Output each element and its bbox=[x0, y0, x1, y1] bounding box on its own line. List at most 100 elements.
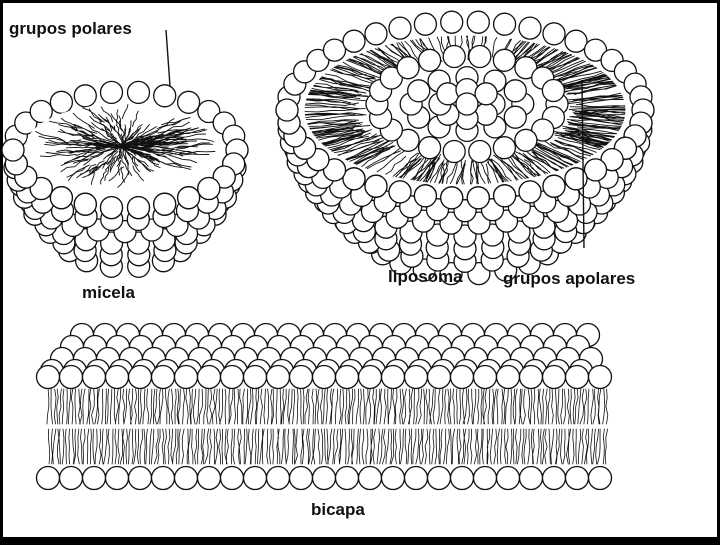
polar-head bbox=[334, 364, 360, 390]
polar-head bbox=[417, 136, 442, 160]
polar-head bbox=[413, 12, 438, 36]
polar-groups-label: grupos polares bbox=[9, 19, 132, 38]
polar-head bbox=[357, 465, 383, 491]
polar-head bbox=[342, 167, 366, 191]
liposome-label: liposoma bbox=[388, 267, 463, 286]
polar-head bbox=[196, 465, 222, 491]
polar-head bbox=[518, 465, 544, 491]
polar-head bbox=[311, 364, 337, 390]
polar-head bbox=[468, 139, 492, 164]
polar-head bbox=[518, 16, 542, 40]
polar-head bbox=[173, 364, 199, 390]
polar-head bbox=[466, 186, 490, 210]
polar-head bbox=[474, 82, 498, 106]
bilayer-illustration bbox=[35, 322, 613, 491]
polar-head bbox=[126, 80, 151, 105]
polar-head bbox=[495, 465, 521, 491]
polar-head bbox=[564, 364, 590, 390]
polar-head bbox=[176, 186, 201, 210]
polar-head bbox=[503, 79, 527, 103]
polar-head bbox=[542, 174, 566, 198]
polar-head bbox=[472, 465, 498, 491]
polar-head bbox=[173, 465, 199, 491]
polar-head bbox=[58, 364, 84, 390]
polar-head bbox=[436, 82, 460, 106]
polar-head bbox=[153, 84, 177, 108]
polar-head bbox=[58, 465, 84, 491]
polar-head bbox=[219, 364, 245, 390]
polar-head bbox=[542, 22, 566, 46]
polar-head bbox=[322, 38, 347, 62]
polar-head bbox=[442, 139, 466, 164]
polar-head bbox=[492, 184, 517, 208]
polar-head bbox=[587, 364, 613, 390]
polar-head bbox=[541, 78, 566, 103]
micelle-core-tails bbox=[35, 104, 216, 188]
micelle-illustration bbox=[1, 80, 249, 278]
polar-head bbox=[357, 364, 383, 390]
polar-head bbox=[564, 29, 588, 53]
polar-head bbox=[306, 48, 330, 73]
polar-head bbox=[322, 158, 347, 182]
polar-head bbox=[380, 465, 406, 491]
polar-head bbox=[176, 90, 201, 114]
polar-head bbox=[380, 364, 406, 390]
polar-head bbox=[265, 364, 291, 390]
polar-head bbox=[417, 48, 442, 72]
polar-head bbox=[474, 102, 498, 126]
polar-head bbox=[1, 138, 25, 162]
polar-head bbox=[403, 465, 429, 491]
bilayer-core-tails bbox=[46, 388, 609, 465]
polar-head bbox=[503, 105, 527, 129]
polar-head bbox=[403, 364, 429, 390]
polar-head bbox=[81, 364, 107, 390]
polar-head bbox=[49, 186, 74, 210]
polar-head bbox=[426, 465, 452, 491]
polar-head bbox=[49, 90, 74, 114]
polar-head bbox=[127, 364, 153, 390]
polar-head bbox=[35, 465, 61, 491]
polar-head bbox=[73, 192, 97, 216]
polar-head bbox=[468, 44, 492, 69]
polar-head bbox=[342, 29, 366, 53]
polar-head bbox=[388, 16, 412, 40]
polar-head bbox=[492, 136, 517, 160]
apolar-groups-pointer bbox=[581, 79, 585, 249]
polar-head bbox=[449, 465, 475, 491]
polar-head bbox=[81, 465, 107, 491]
polar-head bbox=[150, 465, 176, 491]
polar-head bbox=[514, 56, 538, 80]
polar-head bbox=[492, 12, 517, 36]
polar-head bbox=[440, 186, 464, 210]
polar-head bbox=[600, 147, 624, 172]
polar-head bbox=[311, 465, 337, 491]
polar-head bbox=[413, 184, 438, 208]
polar-head bbox=[492, 48, 517, 72]
polar-head bbox=[35, 364, 61, 390]
polar-groups-pointer bbox=[165, 29, 171, 87]
liposome-illustration bbox=[275, 10, 655, 286]
apolar-groups-label: grupos apolares bbox=[503, 269, 636, 288]
polar-head bbox=[514, 128, 538, 152]
polar-head bbox=[364, 22, 388, 46]
polar-head bbox=[564, 167, 588, 191]
polar-head bbox=[396, 128, 420, 152]
polar-head bbox=[455, 92, 479, 116]
polar-head bbox=[364, 174, 388, 198]
polar-head bbox=[127, 465, 153, 491]
liposome-wall-tails bbox=[304, 35, 626, 185]
polar-head bbox=[104, 364, 130, 390]
polar-head bbox=[73, 84, 97, 108]
polar-head bbox=[275, 98, 299, 122]
polar-head bbox=[541, 364, 567, 390]
polar-head bbox=[99, 195, 124, 220]
polar-head bbox=[288, 364, 314, 390]
polar-head bbox=[587, 465, 613, 491]
polar-head bbox=[531, 118, 555, 142]
polar-head bbox=[396, 56, 420, 80]
polar-head bbox=[541, 465, 567, 491]
polar-head bbox=[265, 465, 291, 491]
polar-head bbox=[196, 364, 222, 390]
